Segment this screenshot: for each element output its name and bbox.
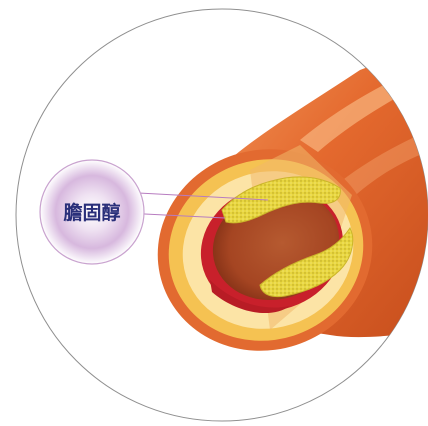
cholesterol-label: 膽固醇: [62, 201, 120, 224]
